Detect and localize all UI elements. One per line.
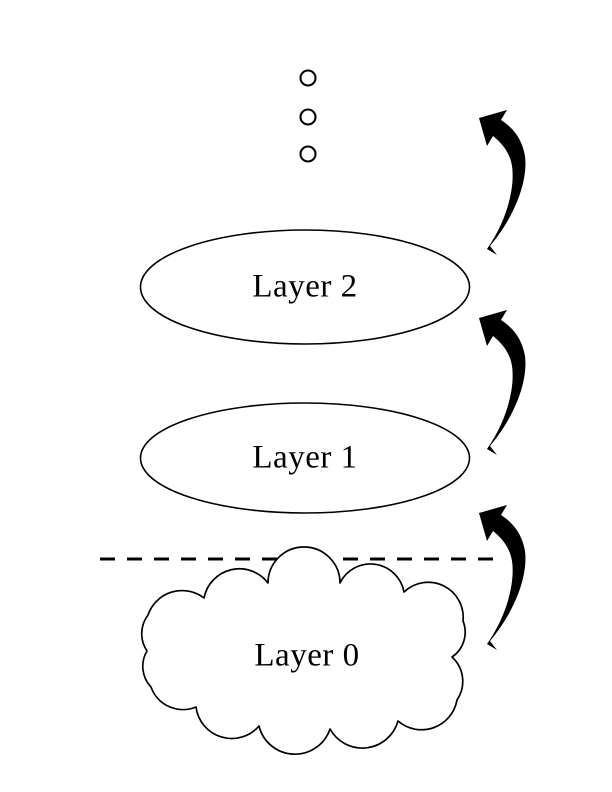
layer0-label: Layer 0	[254, 638, 359, 674]
arrow-curve-2	[479, 310, 526, 455]
node-layer0[interactable]: Layer 0	[140, 546, 466, 756]
arrow-curve-1	[479, 505, 526, 650]
layer0-cloud-outline	[140, 546, 466, 756]
arrow-layer1-to-layer2	[479, 310, 526, 455]
vertical-ellipsis	[299, 69, 317, 163]
layer2-ellipse-outline	[139, 229, 471, 345]
ellipsis-circle-top	[299, 69, 317, 87]
arrow-layer2-to-ellipsis	[479, 110, 526, 255]
node-layer1[interactable]: Layer 1	[139, 402, 471, 514]
arrow-curve-3	[479, 110, 526, 255]
ellipsis-circle-bottom	[299, 145, 317, 163]
layer2-label: Layer 2	[252, 269, 357, 305]
node-layer2[interactable]: Layer 2	[139, 229, 471, 345]
ellipsis-circle-middle	[299, 108, 317, 126]
layer1-label: Layer 1	[252, 440, 357, 476]
layer1-ellipse-outline	[139, 402, 471, 514]
arrow-layer0-to-layer1	[479, 505, 526, 650]
